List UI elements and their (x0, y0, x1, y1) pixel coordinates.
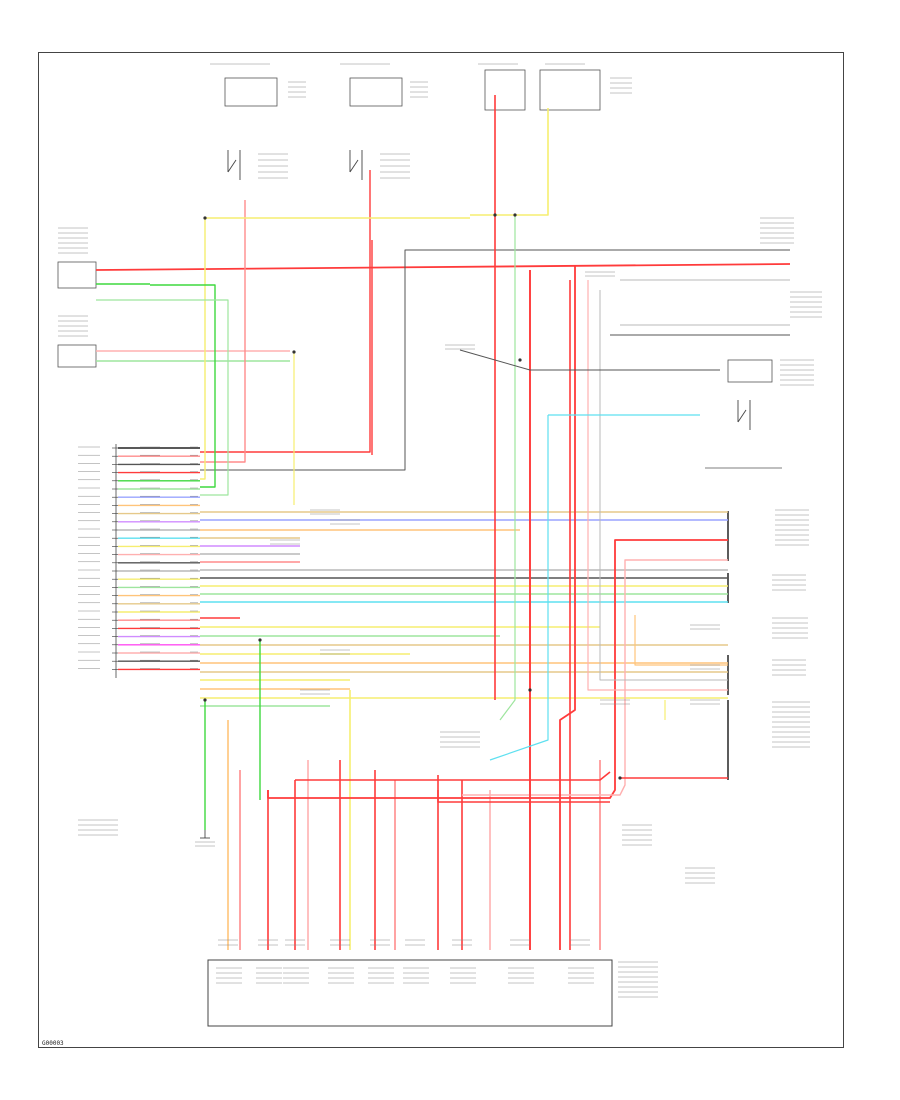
splice-dot (513, 213, 517, 217)
left-sensor-1 (57, 261, 97, 289)
wire-yellow-top (200, 217, 470, 480)
wire-gray-vert (599, 290, 728, 681)
splice-dot (203, 216, 207, 220)
wire-red-loop-3 (437, 790, 610, 803)
pressure-switch (727, 359, 773, 383)
splice-dot (203, 698, 207, 702)
wire-red-vert-2 (559, 265, 576, 950)
wire-cyan-vert (489, 415, 549, 761)
top-connector-b (539, 69, 601, 111)
switch-symbol (349, 159, 359, 173)
wire-yellow-vert (470, 108, 549, 216)
wire-green-vert (499, 215, 516, 721)
wire-pink-up (200, 200, 246, 463)
wire-gray-diag (459, 349, 720, 371)
wire-red-loop (267, 539, 728, 799)
top-switch-left (224, 77, 278, 107)
top-switch-mid (349, 77, 403, 107)
splice-dot (528, 688, 532, 692)
wire-red-up (200, 170, 371, 453)
splice-dot (618, 776, 622, 780)
wire-orange-vert (634, 615, 728, 666)
switch-symbol (227, 159, 237, 173)
splice-dot (258, 638, 262, 642)
wire-pink-vert (587, 280, 728, 691)
bottom-connector-box (207, 959, 613, 1027)
left-sensor-2 (57, 344, 97, 368)
wire-red-loop-2 (295, 771, 611, 781)
splice-dot (518, 358, 522, 362)
splice-dot (493, 213, 497, 217)
top-connector-a (484, 69, 526, 111)
diagram-code: G00003 (42, 1040, 64, 1047)
wire-red-top (95, 263, 791, 271)
splice-dot (292, 350, 296, 354)
wire-lightgreen-up (96, 299, 229, 496)
wire-pink-loop (462, 559, 728, 796)
wire-gray-up (200, 249, 790, 471)
diagram-border (38, 52, 844, 1048)
switch-symbol (737, 409, 747, 423)
wire-green-up (150, 284, 216, 488)
